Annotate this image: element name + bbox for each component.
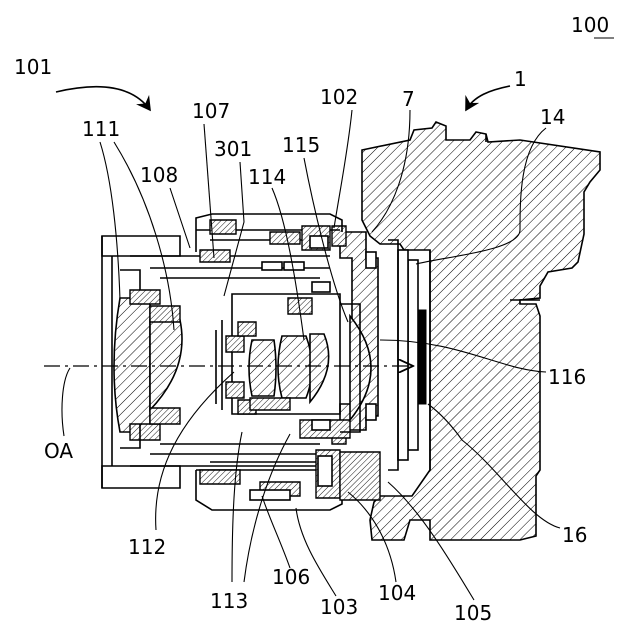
front-lens-group [114, 270, 182, 448]
label-OA: OA [44, 439, 73, 463]
label-101: 101 [14, 55, 52, 79]
label-103: 103 [320, 595, 358, 619]
label-16: 16 [562, 523, 587, 547]
middle-lens-group [216, 294, 340, 414]
label-111: 111 [82, 117, 120, 141]
label-7: 7 [402, 87, 415, 111]
label-301: 301 [214, 137, 252, 161]
label-14: 14 [540, 105, 565, 129]
label-102: 102 [320, 85, 358, 109]
label-1: 1 [514, 67, 527, 91]
label-108: 108 [140, 163, 178, 187]
label-fig: 100 [571, 13, 609, 37]
label-106: 106 [272, 565, 310, 589]
label-104: 104 [378, 581, 416, 605]
label-113: 113 [210, 589, 248, 613]
label-116: 116 [548, 365, 586, 389]
label-115: 115 [282, 133, 320, 157]
image-sensor-assembly [388, 240, 426, 470]
label-114: 114 [248, 165, 286, 189]
label-107: 107 [192, 99, 230, 123]
label-105: 105 [454, 601, 492, 625]
label-112: 112 [128, 535, 166, 559]
